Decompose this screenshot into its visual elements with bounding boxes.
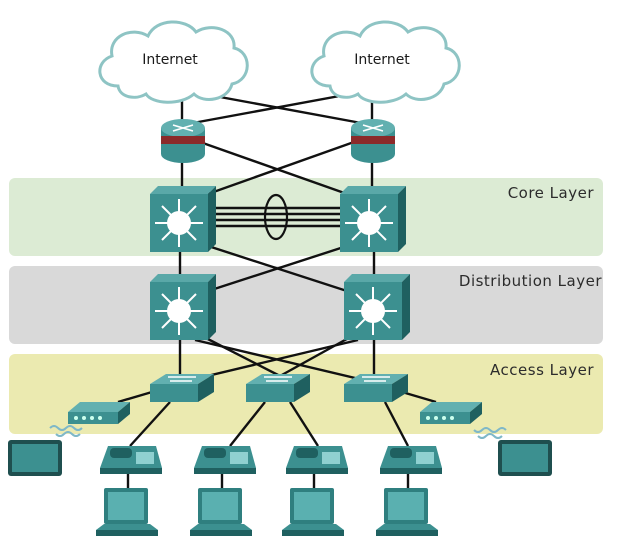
router-left <box>161 119 205 163</box>
core-switch-left <box>150 186 216 252</box>
internet-cloud-left <box>98 20 249 104</box>
wireless-access-point-icon <box>68 402 130 424</box>
ip-phone-3 <box>286 446 348 474</box>
pc-3 <box>282 488 344 536</box>
access-switch-left <box>150 374 214 402</box>
access-switch-icon <box>150 374 214 402</box>
core-switch-right <box>340 186 406 252</box>
internet-label-right: Internet <box>354 52 410 68</box>
access-switch-icon <box>246 374 310 402</box>
ip-phone-icon <box>380 446 442 474</box>
pc-icon <box>190 488 252 536</box>
pc-1 <box>96 488 158 536</box>
ip-phone-icon <box>286 446 348 474</box>
tablet-icon <box>8 440 62 476</box>
multilayer-switch-icon <box>340 186 406 252</box>
router-right <box>351 119 395 163</box>
router-icon <box>161 119 205 163</box>
wireless-signal-right <box>473 427 507 439</box>
router-icon <box>351 119 395 163</box>
cloud-icon <box>98 20 249 104</box>
pc-icon <box>282 488 344 536</box>
access-switch-icon <box>344 374 408 402</box>
wireless-access-point-icon <box>420 402 482 424</box>
core-layer-label: Core Layer <box>507 184 594 202</box>
ip-phone-icon <box>100 446 162 474</box>
pc-icon <box>96 488 158 536</box>
ip-phone-1 <box>100 446 162 474</box>
pc-2 <box>190 488 252 536</box>
wireless-ap-left <box>68 402 130 424</box>
wireless-ap-right <box>420 402 482 424</box>
distribution-switch-left <box>150 274 216 340</box>
access-switch-middle <box>246 374 310 402</box>
tablet-icon <box>498 440 552 476</box>
access-layer-label: Access Layer <box>490 361 594 379</box>
distribution-switch-right <box>344 274 410 340</box>
pc-icon <box>376 488 438 536</box>
ip-phone-2 <box>194 446 256 474</box>
etherchannel-ring <box>263 193 289 241</box>
tablet-left <box>8 440 62 476</box>
internet-label-left: Internet <box>142 52 198 68</box>
distribution-layer-label: Distribution Layer <box>458 272 602 290</box>
tablet-right <box>498 440 552 476</box>
ip-phone-icon <box>194 446 256 474</box>
cloud-icon <box>310 20 461 104</box>
ip-phone-4 <box>380 446 442 474</box>
multilayer-switch-icon <box>150 186 216 252</box>
access-switch-right <box>344 374 408 402</box>
pc-4 <box>376 488 438 536</box>
wireless-signal-left <box>49 425 83 437</box>
multilayer-switch-icon <box>150 274 216 340</box>
internet-cloud-right <box>310 20 461 104</box>
multilayer-switch-icon <box>344 274 410 340</box>
